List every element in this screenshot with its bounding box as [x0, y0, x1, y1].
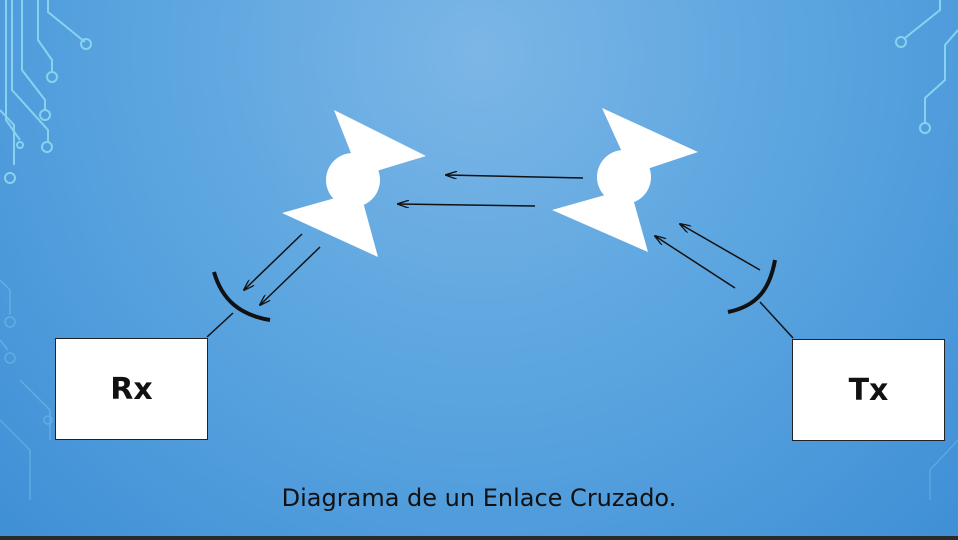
receiver-label: Rx: [110, 371, 153, 407]
repeater-right: [552, 108, 698, 252]
transmitter-box: Tx: [792, 339, 945, 441]
circuit-decoration-left-lower: [0, 279, 53, 500]
arrow-repeater-to-repeater-2: [398, 204, 536, 206]
circuit-decoration-right: [895, 0, 958, 134]
transmitter-label: Tx: [848, 372, 889, 408]
repeater-left: [282, 110, 426, 257]
diagram-caption: Diagrama de un Enlace Cruzado.: [281, 484, 677, 512]
arrow-repeater-to-repeater-1: [446, 175, 584, 178]
arrow-tx-to-repeater-2: [655, 236, 736, 289]
circuit-decoration-right-lower: [929, 439, 958, 500]
transmitter-antenna: [727, 259, 794, 339]
receiver-antenna: [206, 271, 271, 338]
arrow-tx-to-repeater-1: [680, 224, 761, 271]
receiver-box: Rx: [55, 338, 208, 440]
circuit-decoration-left: [0, 0, 92, 184]
arrow-repeater-to-rx-1: [244, 233, 303, 290]
arrow-repeater-to-rx-2: [260, 246, 321, 305]
bottom-divider: [0, 536, 958, 540]
